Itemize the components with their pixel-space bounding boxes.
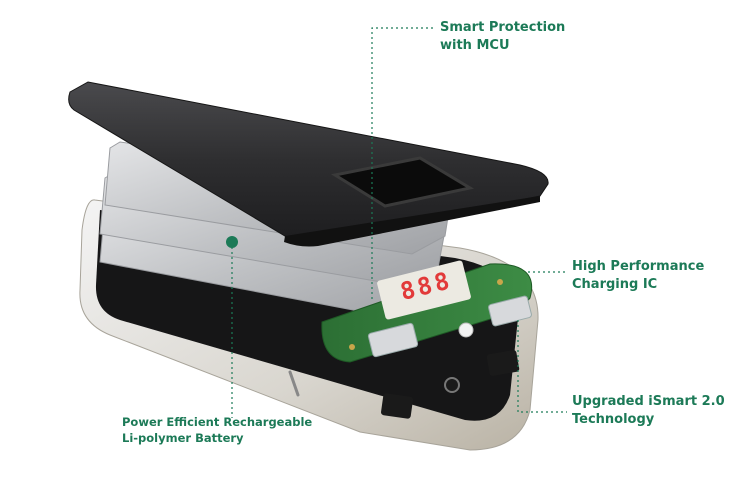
led-display [377, 260, 471, 320]
callout-line: with MCU [440, 38, 510, 53]
callout-line: Upgraded iSmart 2.0 [572, 394, 725, 409]
micro-port [444, 377, 460, 393]
callout-charging-ic: High Performance Charging IC [572, 258, 704, 294]
callout-line: Power Efficient Rechargeable [122, 415, 313, 429]
callout-ismart: Upgraded iSmart 2.0 Technology [572, 393, 725, 429]
callout-line: High Performance [572, 259, 705, 274]
led-indicator [458, 322, 474, 338]
usb-port [367, 322, 419, 358]
usb-port [381, 393, 413, 419]
lcd-window [330, 156, 475, 208]
power-button [288, 370, 300, 397]
callout-battery: Power Efficient Rechargeable Li-polymer … [122, 414, 312, 446]
callout-line: Smart Protection [440, 20, 566, 35]
usb-port [488, 295, 532, 327]
callout-line: Charging IC [572, 277, 658, 292]
battery-marker-dot [226, 236, 238, 248]
callout-line: Li-polymer Battery [122, 431, 244, 445]
callout-line: Technology [572, 412, 655, 427]
callout-smart-protection: Smart Protection with MCU [440, 19, 565, 55]
pcb-board [321, 260, 532, 363]
callout-leader-lines [231, 27, 567, 418]
usb-port [486, 350, 520, 376]
top-lid [68, 81, 549, 247]
